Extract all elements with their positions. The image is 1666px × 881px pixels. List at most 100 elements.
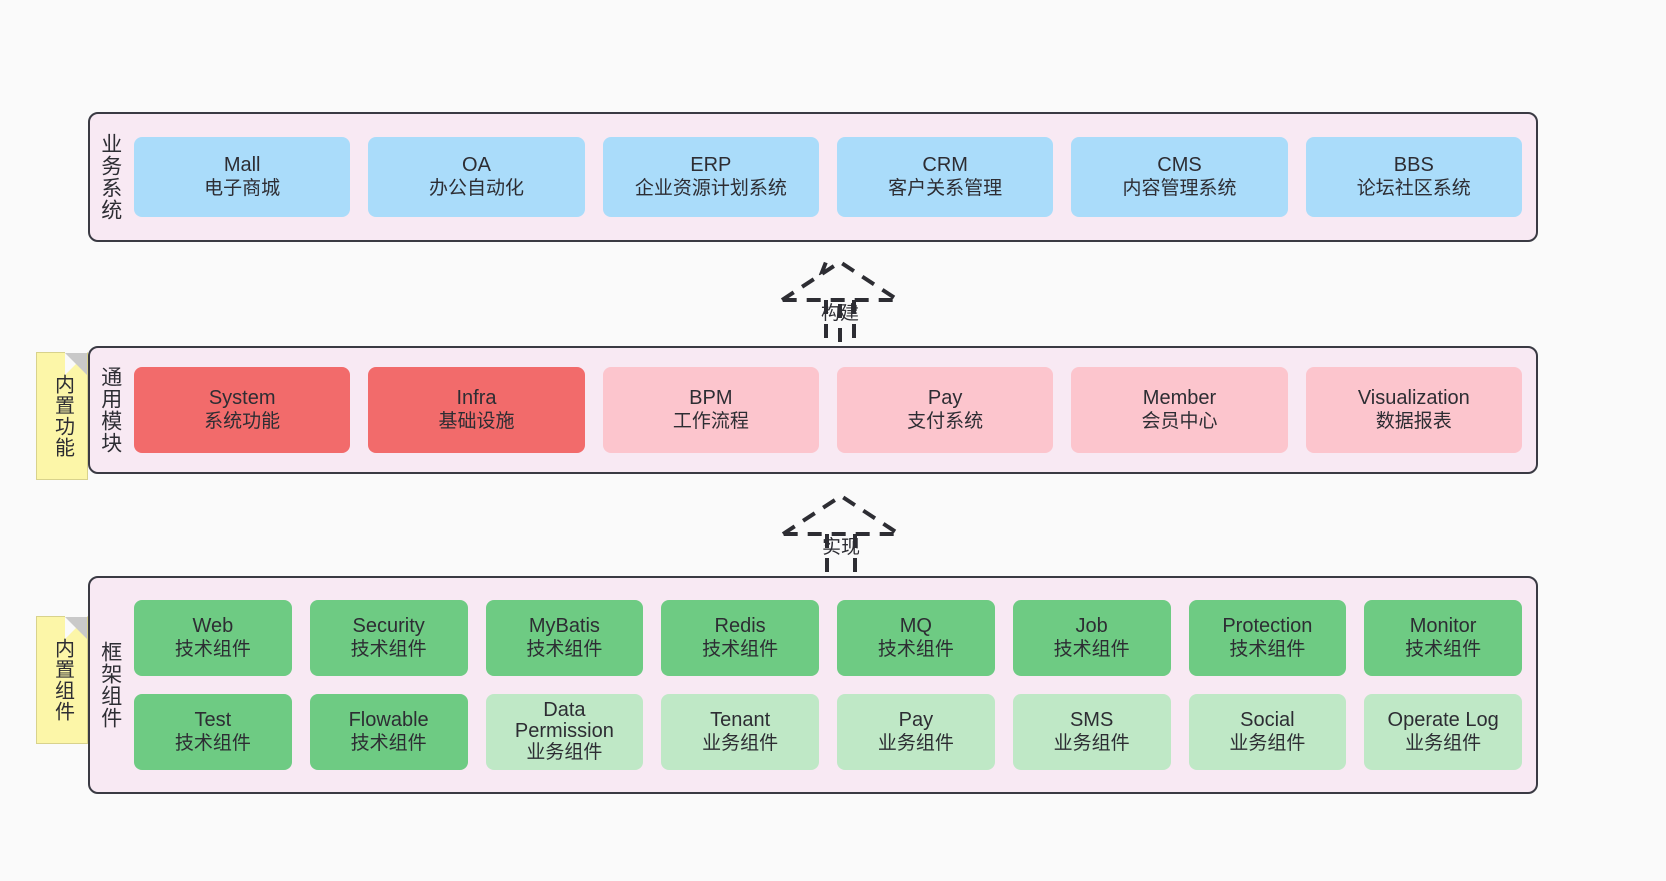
card-bbs-cn: 论坛社区系统 [1356,177,1471,199]
card-mall[interactable]: Mall 电子商城 [134,137,351,217]
card-mq-cn: 技术组件 [877,638,954,660]
card-pay-module-cn: 支付系统 [907,410,984,432]
card-monitor-en: Monitor [1409,615,1477,637]
card-job-cn: 技术组件 [1053,638,1130,660]
card-bbs-en: BBS [1393,154,1434,176]
connector-build: 构建 [760,258,920,358]
card-data-permission-en: Data Permission [514,698,614,742]
card-social[interactable]: Social 业务组件 [1188,694,1347,770]
card-monitor-cn: 技术组件 [1405,638,1482,660]
card-sms-cn: 业务组件 [1053,732,1130,754]
card-cms-en: CMS [1157,154,1202,176]
card-monitor[interactable]: Monitor 技术组件 [1364,600,1522,676]
card-protection[interactable]: Protection 技术组件 [1188,600,1347,676]
framework-row-business: Test 技术组件 Flowable 技术组件 Data Permission … [134,694,1522,770]
card-redis[interactable]: Redis 技术组件 [661,600,819,676]
connector-build-label: 构建 [820,303,860,324]
card-bbs[interactable]: BBS 论坛社区系统 [1305,137,1522,217]
card-operate-log[interactable]: Operate Log 业务组件 [1364,694,1522,770]
layer-framework-title: 框架组件 [98,641,122,729]
card-social-cn: 业务组件 [1229,732,1306,754]
card-system-en: System [208,387,276,409]
card-security[interactable]: Security 技术组件 [309,600,468,676]
card-test-cn: 技术组件 [174,732,251,754]
card-protection-cn: 技术组件 [1229,638,1306,660]
card-tenant-en: Tenant [710,709,771,731]
card-flowable[interactable]: Flowable 技术组件 [309,694,468,770]
card-operate-log-en: Operate Log [1387,709,1499,731]
card-mybatis-cn: 技术组件 [526,638,603,660]
card-erp-en: ERP [690,154,732,176]
layer-modules-body: System 系统功能 Infra 基础设施 BPM 工作流程 Pay 支付系统… [130,348,1536,472]
card-oa-en: OA [462,154,491,176]
card-mall-en: Mall [223,154,261,176]
layer-modules-title: 通用模块 [98,366,122,454]
business-card-row: Mall 电子商城 OA 办公自动化 ERP 企业资源计划系统 CRM 客户关系… [134,137,1522,217]
connector-implement-label: 实现 [821,537,861,558]
card-oa-cn: 办公自动化 [428,177,524,199]
layer-business-title: 业务系统 [98,133,122,221]
card-mybatis-en: MyBatis [528,615,600,637]
card-operate-log-cn: 业务组件 [1405,732,1482,754]
card-infra[interactable]: Infra 基础设施 [368,367,585,453]
layer-business-body: Mall 电子商城 OA 办公自动化 ERP 企业资源计划系统 CRM 客户关系… [130,114,1536,240]
card-tenant[interactable]: Tenant 业务组件 [661,694,819,770]
card-crm-cn: 客户关系管理 [888,177,1003,199]
card-bpm-en: BPM [689,387,733,409]
card-job[interactable]: Job 技术组件 [1012,600,1171,676]
card-pay-component-cn: 业务组件 [877,732,954,754]
card-erp-cn: 企业资源计划系统 [634,177,787,199]
card-member-cn: 会员中心 [1141,410,1218,432]
card-sms-en: SMS [1069,709,1114,731]
card-system-cn: 系统功能 [204,410,281,432]
card-mq[interactable]: MQ 技术组件 [837,600,995,676]
card-data-permission-cn: 业务组件 [526,741,603,763]
card-member-en: Member [1142,387,1217,409]
card-erp[interactable]: ERP 企业资源计划系统 [602,137,819,217]
card-flowable-en: Flowable [348,709,429,731]
card-security-cn: 技术组件 [350,638,427,660]
layer-framework-components: 框架组件 Web 技术组件 Security 技术组件 MyBatis 技术组件… [88,576,1538,794]
connector-implement: 实现 [775,492,935,592]
card-pay-module-en: Pay [927,387,963,409]
card-test-en: Test [194,709,232,731]
card-job-en: Job [1075,615,1108,637]
card-data-permission[interactable]: Data Permission 业务组件 [485,694,644,770]
card-bpm[interactable]: BPM 工作流程 [602,367,819,453]
card-sms[interactable]: SMS 业务组件 [1012,694,1171,770]
card-crm[interactable]: CRM 客户关系管理 [836,137,1054,217]
card-visualization-cn: 数据报表 [1375,410,1452,432]
note-builtin-features: 内置功能 [36,352,88,480]
card-bpm-cn: 工作流程 [672,410,749,432]
layer-common-modules: 通用模块 System 系统功能 Infra 基础设施 BPM 工作流程 Pay… [88,346,1538,474]
card-member[interactable]: Member 会员中心 [1071,367,1288,453]
card-infra-en: Infra [456,387,497,409]
card-web[interactable]: Web 技术组件 [134,600,292,676]
card-infra-cn: 基础设施 [438,410,515,432]
card-test[interactable]: Test 技术组件 [134,694,292,770]
card-oa[interactable]: OA 办公自动化 [368,137,585,217]
card-cms[interactable]: CMS 内容管理系统 [1071,137,1288,217]
card-tenant-cn: 业务组件 [702,732,779,754]
card-cms-cn: 内容管理系统 [1122,177,1237,199]
card-security-en: Security [352,615,425,637]
card-mall-cn: 电子商城 [204,177,281,199]
note-builtin-components: 内置组件 [36,616,88,744]
note-builtin-features-text: 内置功能 [51,374,74,458]
card-visualization[interactable]: Visualization 数据报表 [1305,367,1522,453]
card-web-cn: 技术组件 [174,638,251,660]
card-pay-component[interactable]: Pay 业务组件 [837,694,995,770]
card-social-en: Social [1240,709,1295,731]
card-mybatis[interactable]: MyBatis 技术组件 [485,600,644,676]
card-system[interactable]: System 系统功能 [134,367,351,453]
note-builtin-components-text: 内置组件 [51,638,74,722]
card-web-en: Web [192,615,234,637]
modules-card-row: System 系统功能 Infra 基础设施 BPM 工作流程 Pay 支付系统… [134,367,1522,453]
card-redis-en: Redis [714,615,766,637]
card-redis-cn: 技术组件 [702,638,779,660]
card-pay-module[interactable]: Pay 支付系统 [836,367,1054,453]
card-mq-en: MQ [899,615,932,637]
card-visualization-en: Visualization [1357,387,1470,409]
card-pay-component-en: Pay [898,709,934,731]
